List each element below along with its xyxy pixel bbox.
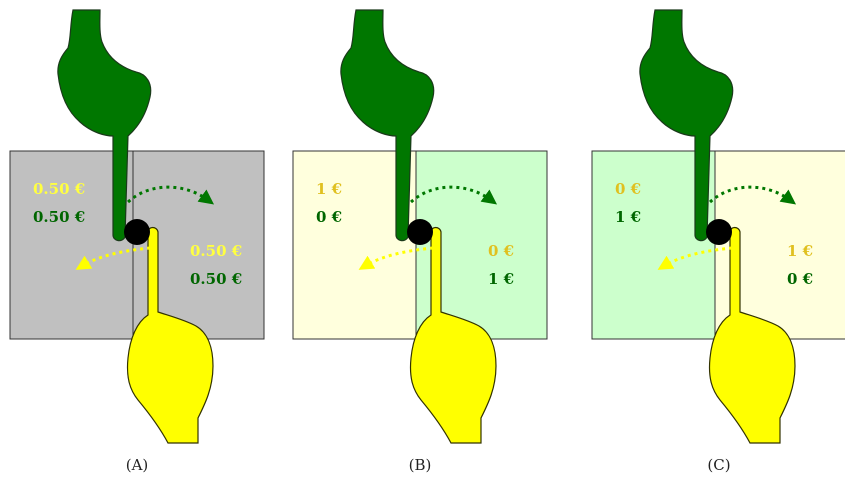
yellow-pointing-hand-icon [409, 226, 497, 444]
left-top-value: 0.50 € [33, 180, 85, 198]
panel-caption: (C) [707, 456, 730, 474]
left-top-value: 0 € [615, 180, 641, 198]
panel-caption: (B) [409, 456, 432, 474]
green-pointing-hand-icon [340, 9, 435, 242]
right-bottom-value: 0 € [787, 270, 813, 288]
dotted-curved-arrow-right-icon [409, 185, 498, 205]
dotted-curved-arrow-right-icon [708, 185, 797, 205]
panels-root: 0.50 € 0.50 € 0.50 € 0.50 € (A) 1 € 0 € 0 € 1 € (… [9, 9, 845, 474]
left-bottom-value: 0.50 € [33, 208, 85, 226]
panel-c: 0 € 1 € 1 € 0 € (C) [591, 9, 845, 474]
dotted-curved-arrow-left-icon [358, 246, 434, 270]
contact-point-icon [706, 219, 732, 245]
dotted-curved-arrow-left-icon [75, 246, 151, 270]
green-pointing-hand-icon [57, 9, 152, 242]
left-top-value: 1 € [316, 180, 342, 198]
yellow-pointing-hand-icon [126, 226, 214, 444]
contact-point-icon [407, 219, 433, 245]
dotted-curved-arrow-right-icon [126, 185, 215, 205]
right-top-value: 1 € [787, 242, 813, 260]
right-top-value: 0.50 € [190, 242, 242, 260]
panel-b: 1 € 0 € 0 € 1 € (B) [292, 9, 548, 474]
dotted-curved-arrow-left-icon [657, 246, 733, 270]
right-top-value: 0 € [488, 242, 514, 260]
panel-a: 0.50 € 0.50 € 0.50 € 0.50 € (A) [9, 9, 265, 474]
left-bottom-value: 1 € [615, 208, 641, 226]
left-bottom-value: 0 € [316, 208, 342, 226]
right-bottom-value: 0.50 € [190, 270, 242, 288]
green-pointing-hand-icon [639, 9, 734, 242]
panel-caption: (A) [126, 456, 149, 474]
right-bottom-value: 1 € [488, 270, 514, 288]
contact-point-icon [124, 219, 150, 245]
yellow-pointing-hand-icon [708, 226, 796, 444]
